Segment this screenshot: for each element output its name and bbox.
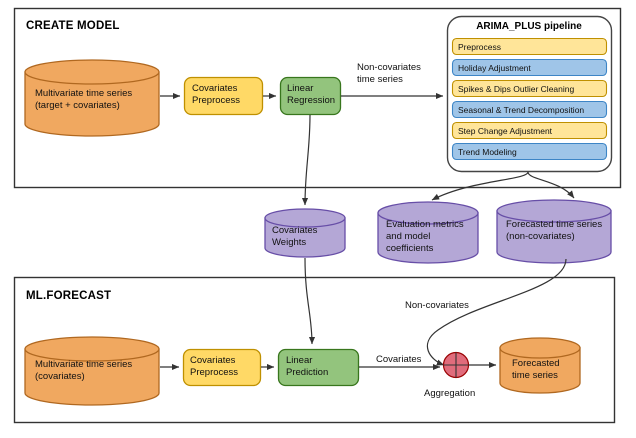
pipeline-step-box: [451, 37, 608, 56]
ml-forecast-output-label: Forecasted time series: [512, 358, 560, 381]
pipeline-step-label[interactable]: Preprocess: [458, 42, 501, 52]
ml-forecast-linear-prediction-box: [277, 348, 360, 387]
ml-forecast-covariates-preprocess-label[interactable]: Covariates Preprocess: [190, 355, 239, 378]
pipeline-step-box: [451, 79, 608, 98]
create-model-linear-regression-box: [279, 76, 342, 116]
forecasted-non-covariates-label: Forecasted time series (non-covariates): [506, 219, 603, 242]
edge-label-non-covariates: Non-covariates: [405, 300, 469, 311]
create-model-source-cylinder: [24, 59, 160, 137]
pipeline-step-box: [451, 121, 608, 140]
create-model-linear-regression-label[interactable]: Linear Regression: [287, 83, 336, 106]
forecasted-non-covariates-cylinder: [496, 199, 612, 264]
edge-label-non-covariates-time-series: Non-covariates time series: [357, 62, 421, 85]
create-model-covariates-preprocess-label[interactable]: Covariates Preprocess: [192, 83, 241, 106]
ml-forecast-linear-prediction-label[interactable]: Linear Prediction: [286, 355, 329, 378]
ml-forecast-source-label: Multivariate time series (covariates): [35, 359, 133, 382]
aggregation-node: [442, 351, 470, 379]
edge-label-covariates: Covariates: [376, 354, 422, 365]
ml-forecast-source-cylinder: [24, 336, 160, 406]
covariates-weights-cylinder: [264, 208, 346, 258]
arima-plus-pipeline-title: ARIMA_PLUS pipeline: [476, 21, 582, 32]
evaluation-metrics-label: Evaluation metrics and model coefficient…: [386, 219, 464, 254]
pipeline-step-label[interactable]: Spikes & Dips Outlier Cleaning: [458, 84, 575, 94]
covariates-weights-label: Covariates Weights: [272, 225, 318, 248]
edge-pipeline-to-evaluation-metrics: [431, 171, 529, 201]
pipeline-step-label[interactable]: Trend Modeling: [458, 147, 517, 157]
ml-forecast-title: ML.FORECAST: [26, 290, 112, 302]
create-model-title: CREATE MODEL: [26, 20, 120, 32]
pipeline-step-label[interactable]: Holiday Adjustment: [458, 63, 531, 73]
pipeline-step-label[interactable]: Seasonal & Trend Decomposition: [458, 105, 585, 115]
edge-pipeline-to-forecasted-non-covariates: [527, 171, 575, 199]
pipeline-step-box: [451, 100, 608, 119]
aggregation-label: Aggregation: [424, 388, 476, 399]
ml-forecast-output-cylinder: [499, 337, 581, 394]
pipeline-step-box: [451, 142, 608, 161]
pipeline-step-box: [451, 58, 608, 77]
edge-regression-to-covariates-weights: [301, 114, 311, 206]
evaluation-metrics-cylinder: [377, 201, 479, 264]
pipeline-step-label[interactable]: Step Change Adjustment: [458, 126, 553, 136]
create-model-covariates-preprocess-box: [183, 76, 264, 116]
create-model-source-label: Multivariate time series (target + covar…: [35, 88, 133, 111]
edge-forecasted-non-covariates-to-aggregation: [426, 258, 567, 366]
edge-covariates-weights-to-linear-prediction: [304, 257, 316, 345]
ml-forecast-covariates-preprocess-box: [182, 348, 262, 387]
